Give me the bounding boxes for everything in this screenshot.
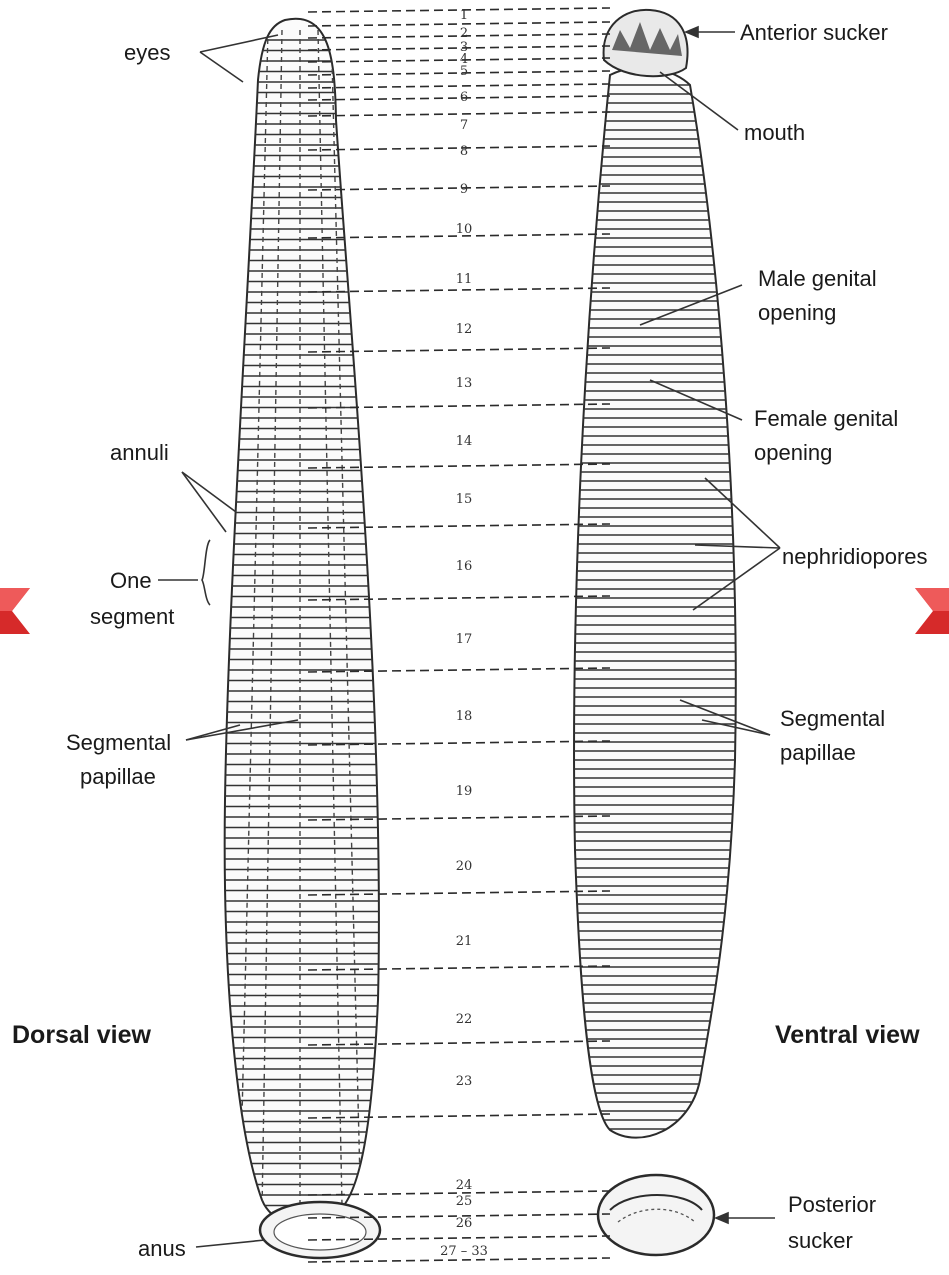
label-ventral-papillae-line2: papillae [780, 740, 856, 766]
segment-number: 16 [456, 559, 473, 574]
chevron-left-icon[interactable] [0, 588, 30, 634]
label-nephridiopores: nephridiopores [782, 544, 928, 570]
label-ventral-papillae-line1: Segmental [780, 706, 885, 732]
segment-number: 5 [460, 64, 468, 79]
label-dorsal-papillae-line2: papillae [80, 764, 156, 790]
label-annuli: annuli [110, 440, 169, 466]
label-anus: anus [138, 1236, 186, 1262]
segment-number: 23 [456, 1074, 473, 1089]
segment-number: 6 [460, 90, 468, 105]
segment-number: 2 [460, 26, 468, 41]
segment-number: 11 [456, 272, 473, 287]
label-dorsal-papillae-line1: Segmental [66, 730, 171, 756]
label-one-segment-line2: segment [90, 604, 174, 630]
segment-number: 7 [460, 118, 468, 133]
segment-numbers: 1234567891011121314151617181920212223242… [440, 8, 488, 1259]
segment-number: 10 [456, 222, 473, 237]
segment-number: 15 [456, 492, 473, 507]
segment-number: 19 [456, 784, 473, 799]
label-male-opening-line1: Male genital [758, 266, 877, 292]
ventral-view-title: Ventral view [775, 1020, 920, 1050]
segment-number: 12 [456, 322, 473, 337]
segment-divider [308, 112, 610, 116]
segment-number: 17 [456, 632, 473, 647]
segment-number: 26 [456, 1216, 473, 1231]
segment-number: 14 [456, 434, 473, 449]
segment-number: 13 [456, 376, 473, 391]
label-female-opening-line2: opening [754, 440, 832, 466]
label-posterior-sucker-line1: Posterior [788, 1192, 876, 1218]
chevron-right-icon[interactable] [915, 588, 949, 634]
segment-number: 9 [460, 182, 468, 197]
segment-number: 27 – 33 [440, 1244, 488, 1259]
label-posterior-sucker-line2: sucker [788, 1228, 853, 1254]
label-mouth: mouth [744, 120, 805, 146]
segment-number: 21 [456, 934, 473, 949]
segment-divider [308, 288, 610, 292]
segment-number: 25 [456, 1194, 473, 1209]
dorsal-view-title: Dorsal view [12, 1020, 151, 1050]
label-male-opening-line2: opening [758, 300, 836, 326]
segment-number: 1 [460, 8, 468, 23]
segment-number: 8 [460, 144, 468, 159]
label-anterior-sucker: Anterior sucker [740, 20, 888, 46]
segment-divider [308, 84, 610, 88]
ventral-body [565, 10, 745, 1255]
segment-number: 22 [456, 1012, 473, 1027]
label-eyes: eyes [124, 40, 170, 66]
label-female-opening-line1: Female genital [754, 406, 898, 432]
dorsal-body [215, 19, 390, 1258]
label-one-segment-line1: One [110, 568, 152, 594]
segment-number: 18 [456, 709, 473, 724]
segment-number: 20 [456, 859, 473, 874]
segment-number: 24 [456, 1178, 473, 1193]
